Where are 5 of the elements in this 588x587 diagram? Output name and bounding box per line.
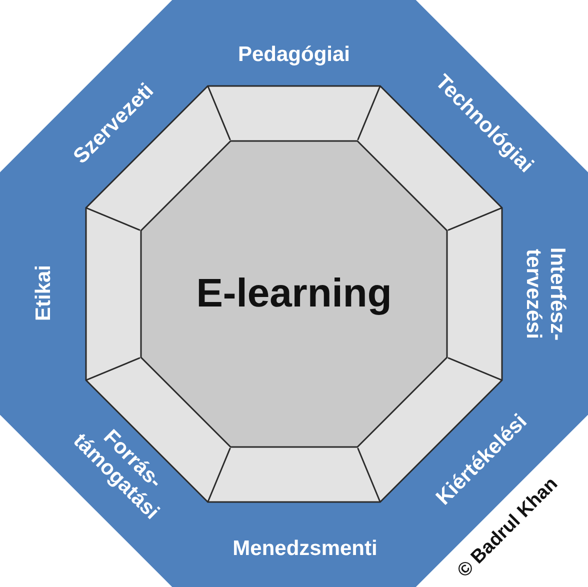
center-label: E-learning bbox=[196, 272, 392, 316]
dimension-label: Etikai bbox=[32, 264, 56, 324]
dimension-label: Interfész- tervezési bbox=[521, 246, 569, 343]
dimension-label: Pedagógiai bbox=[236, 43, 352, 67]
dimension-label: Menedzsmenti bbox=[232, 537, 378, 561]
